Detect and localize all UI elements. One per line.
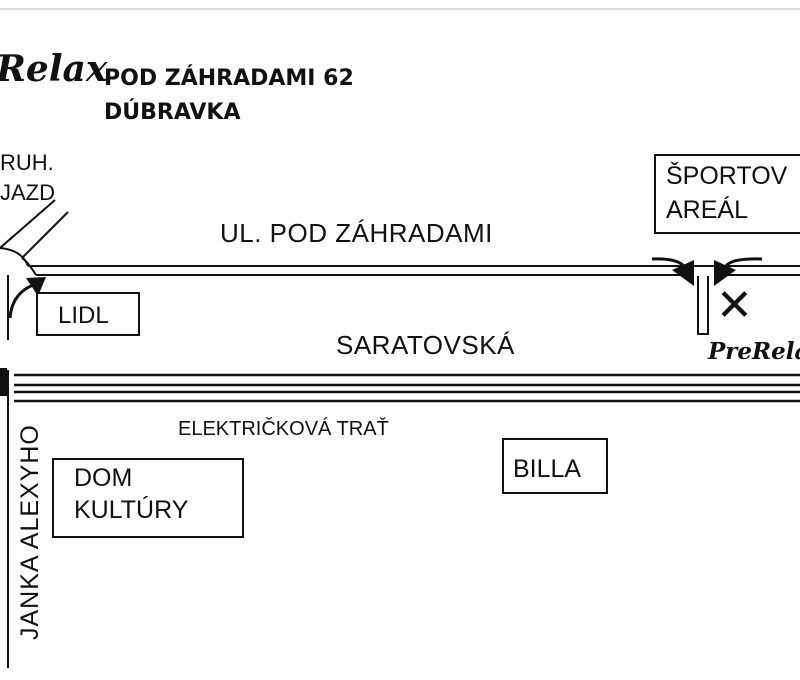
landmark-sport-area-line1: ŠPORTOV xyxy=(666,162,788,190)
landmark-sport-area-line2: AREÁL xyxy=(666,196,748,224)
junction-block xyxy=(0,368,7,396)
landmark-dom-kultury-line1: DOM xyxy=(74,464,133,492)
landmark-billa: BILLA xyxy=(502,438,608,494)
landmark-billa-label: BILLA xyxy=(513,455,582,483)
landmark-sport-area: ŠPORTOV AREÁL xyxy=(654,154,800,234)
address-line-1: POD ZÁHRADAMI 62 xyxy=(104,66,354,91)
street-label-pod-zahradami: UL. POD ZÁHRADAMI xyxy=(220,218,493,248)
driveway-sport-area xyxy=(697,276,709,335)
road-side-entry xyxy=(0,199,69,276)
turn-arrow-lidl xyxy=(8,277,46,319)
side-entry-label-line1: RUH. xyxy=(0,150,54,175)
side-entry-label-line2: JAZD xyxy=(0,180,55,205)
street-label-saratovska: SARATOVSKÁ xyxy=(336,330,515,360)
brand-logo: Relax xyxy=(0,48,108,90)
destination-marker-icon: ✕ xyxy=(716,280,753,331)
tram-line-label: ELEKTRIČKOVÁ TRAŤ xyxy=(178,418,389,440)
landmark-lidl-label: LIDL xyxy=(58,302,109,329)
arrow-right-approach xyxy=(714,257,763,286)
arrow-left-approach xyxy=(651,257,694,286)
landmark-dom-kultury-line2: KULTÚRY xyxy=(74,496,189,524)
road-pod-zahradami xyxy=(28,265,800,276)
street-label-janka-alexyho: JANKA ALEXYHO xyxy=(16,424,44,640)
landmark-dom-kultury: DOM KULTÚRY xyxy=(52,458,244,538)
road-saratovska xyxy=(14,373,800,403)
address-line-2: DÚBRAVKA xyxy=(104,100,241,125)
destination-brand-label: PreRelax xyxy=(708,338,800,365)
landmark-lidl: LIDL xyxy=(36,292,140,336)
